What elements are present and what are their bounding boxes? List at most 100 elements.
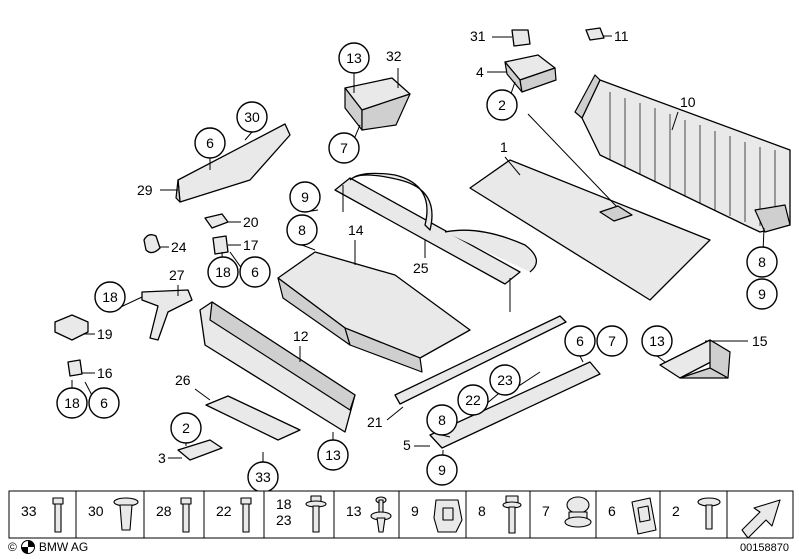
legend-cell: 33: [8, 490, 77, 539]
part-label-29: 29: [137, 182, 153, 198]
callout-label: 18: [64, 395, 80, 411]
part-label-16: 16: [97, 365, 113, 381]
callout-33: 33: [247, 461, 279, 493]
bolt-icon: [180, 497, 192, 533]
legend-cell-border: [75, 490, 145, 539]
callout-label: 6: [576, 333, 584, 349]
callout-label: 6: [100, 395, 108, 411]
callout-13: 13: [317, 439, 349, 471]
callout-leader: [579, 355, 584, 363]
callout-label: 30: [244, 109, 260, 125]
push-rivet-icon: [370, 496, 392, 533]
part-label-21: 21: [367, 414, 383, 430]
callout-circle: [239, 256, 271, 288]
part-10-partition-wall: [574, 74, 791, 233]
diagram-id: 00158870: [740, 542, 789, 554]
callout-circle: [328, 132, 360, 164]
legend-label: 30: [88, 503, 104, 519]
expansion-rivet-icon: [113, 497, 139, 531]
callout-label: 7: [608, 333, 616, 349]
callout-label: 8: [758, 254, 766, 270]
callout-label: 22: [465, 392, 481, 408]
callout-label: 9: [438, 462, 446, 478]
callout-label: 8: [438, 412, 446, 428]
part-label-12: 12: [293, 328, 309, 344]
part-20-clip: [204, 213, 229, 229]
part-4-31-storage-box: [504, 29, 557, 93]
part-29-30-trim-strip: [175, 123, 291, 203]
callout-circle: [56, 387, 88, 419]
part-label-14: 14: [348, 222, 364, 238]
callout-6: 6: [239, 256, 271, 288]
hex-screw-icon: [502, 495, 522, 534]
part-label-3: 3: [158, 450, 166, 466]
callout-circle: [489, 364, 521, 396]
callout-label: 18: [102, 289, 118, 305]
part-26-pad: [205, 395, 301, 441]
callout-label: 33: [255, 469, 271, 485]
callout-13: 13: [641, 325, 673, 357]
callout-label: 18: [215, 264, 231, 280]
legend-label: 7: [542, 503, 550, 519]
callout-circle: [457, 384, 489, 416]
legend-label: 22: [216, 503, 232, 519]
legend-cell-border: [263, 490, 335, 539]
part-1-floor-mat: [469, 113, 711, 301]
legend-label: 9: [411, 503, 419, 519]
callout-2: 2: [170, 412, 202, 444]
callout-6: 6: [194, 127, 226, 159]
callout-circle: [338, 42, 370, 74]
legend-label: 13: [346, 503, 362, 519]
callout-label: 2: [498, 97, 506, 113]
part-25-tie-straps: [334, 172, 537, 312]
callout-label: 8: [298, 222, 306, 238]
legend-cell-border: [659, 490, 728, 539]
bmw-logo-icon: [20, 540, 35, 554]
callout-label: 9: [301, 189, 309, 205]
part-label-5: 5: [403, 437, 411, 453]
part-12-side-trim: [199, 301, 356, 433]
callout-label: 13: [346, 50, 362, 66]
part-label-24: 24: [171, 239, 187, 255]
callout-label: 13: [649, 333, 665, 349]
callout-8: 8: [746, 246, 778, 278]
legend-cell: 6: [595, 490, 661, 539]
callout-label: 6: [206, 135, 214, 151]
legend-cell: 9: [398, 490, 467, 539]
legend-cell-border: [8, 490, 77, 539]
legend-cell: 30: [75, 490, 145, 539]
label-leader: [194, 388, 211, 401]
label-leader: [671, 111, 679, 131]
callout-9: 9: [746, 278, 778, 310]
legend-label: 8: [478, 503, 486, 519]
callout-circle: [170, 412, 202, 444]
legend-cell-border: [143, 490, 205, 539]
callout-circle: [746, 278, 778, 310]
grommet-icon: [564, 496, 592, 528]
clip-nut-icon: [433, 499, 463, 533]
callout-8: 8: [286, 214, 318, 246]
callout-6: 6: [564, 325, 596, 357]
callout-circle: [426, 404, 458, 436]
callout-label: 13: [325, 447, 341, 463]
copyright-mark: ©: [8, 540, 17, 554]
part-16-clip: [67, 359, 83, 377]
legend-cell: 13: [333, 490, 400, 539]
callout-18: 18: [56, 387, 88, 419]
callout-30: 30: [236, 101, 268, 133]
label-leader: [504, 156, 521, 176]
callout-circle: [207, 256, 239, 288]
callout-label: 7: [340, 140, 348, 156]
part-label-17: 17: [243, 237, 259, 253]
washer-screw-icon: [305, 495, 327, 533]
part-label-27: 27: [169, 267, 185, 283]
part-32-holder: [344, 77, 411, 131]
legend-cell: 8: [465, 490, 531, 539]
part-3-plate: [177, 439, 223, 461]
callout-leader: [656, 355, 666, 363]
legend-label: 33: [21, 503, 37, 519]
